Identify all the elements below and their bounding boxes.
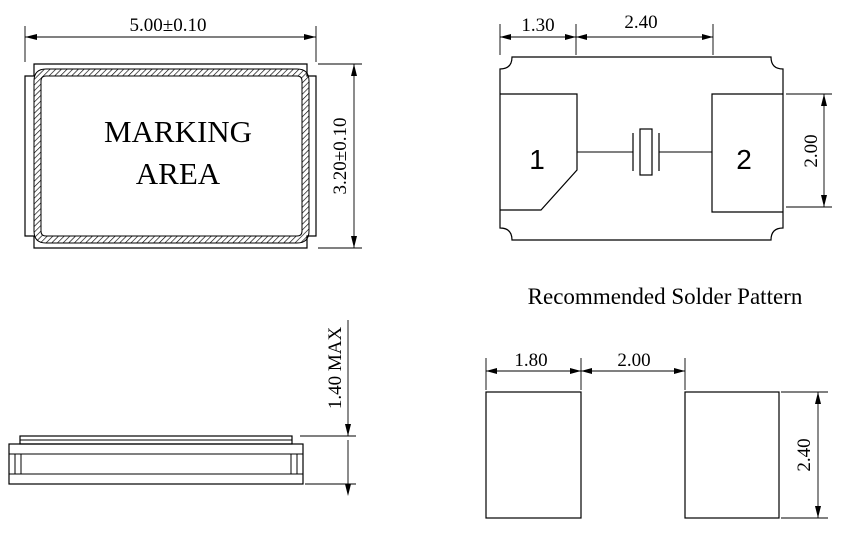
solder-pattern: Recommended Solder Pattern 1.80 2.00 2.4… (485, 284, 828, 519)
bottom-left-dimension: 1.30 (521, 15, 554, 36)
marking-area-line1: MARKING (104, 114, 252, 149)
seal-ring-hatched (33, 68, 310, 244)
solder-gap-dimension: 2.00 (617, 350, 650, 371)
arrowhead (345, 484, 351, 496)
arrowhead (674, 368, 685, 374)
solder-pattern-title: Recommended Solder Pattern (528, 284, 803, 309)
arrowhead (25, 34, 37, 40)
side-height-dimension: 1.40 MAX (325, 327, 346, 410)
pad-2 (711, 93, 783, 213)
solder-pad-height-dimension: 2.40 (794, 438, 815, 471)
arrowhead (815, 506, 821, 518)
arrowhead (486, 368, 497, 374)
arrowhead (576, 34, 587, 40)
arrowhead (821, 195, 827, 207)
arrowhead (570, 368, 581, 374)
solder-pad-right (684, 391, 780, 519)
bottom-right-dimension: 2.00 (801, 134, 822, 167)
bottom-view-outline (499, 56, 784, 241)
pad-1 (500, 93, 578, 211)
arrowhead (304, 34, 316, 40)
crystal-body-symbol (639, 128, 653, 176)
arrowhead (565, 34, 576, 40)
arrowhead (581, 368, 592, 374)
bottom-view: 1 2 1.30 2.40 2.00 (499, 12, 832, 241)
side-view: 1.40 MAX (8, 320, 356, 496)
top-view: MARKING AREA 5.00±0.10 3.20±0.10 (24, 15, 362, 249)
side-terminal (290, 453, 298, 475)
side-base (8, 443, 304, 485)
arrowhead (351, 64, 357, 76)
top-width-dimension: 5.00±0.10 (130, 15, 207, 36)
arrowhead (500, 34, 511, 40)
arrowhead (702, 34, 713, 40)
side-terminal (14, 453, 22, 475)
pad-2-label: 2 (736, 144, 752, 175)
arrowhead (815, 392, 821, 404)
solder-pad-left (485, 391, 582, 519)
solder-pad-width-dimension: 1.80 (514, 350, 547, 371)
bottom-middle-dimension: 2.40 (624, 12, 657, 33)
arrowhead (821, 94, 827, 106)
marking-area-line2: AREA (136, 156, 221, 191)
arrowhead (351, 236, 357, 248)
pad-1-label: 1 (529, 144, 545, 175)
top-height-dimension: 3.20±0.10 (330, 118, 351, 195)
arrowhead (345, 424, 351, 436)
